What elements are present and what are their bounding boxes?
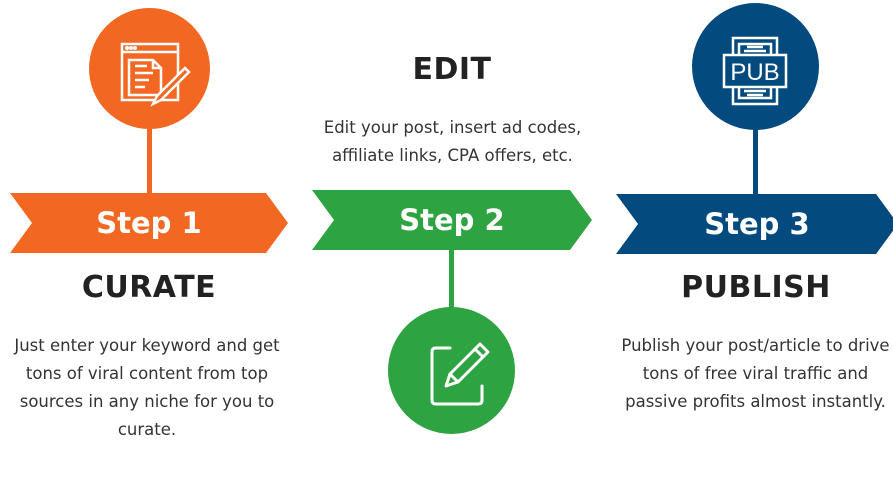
step3-description: Publish your post/article to drive tons … — [621, 336, 890, 411]
step2-arrow: Step 2 — [312, 190, 592, 250]
step3-label: Step 3 — [704, 207, 810, 241]
step2-label: Step 2 — [399, 203, 505, 237]
pub-icon: PUB — [722, 36, 788, 106]
pub-icon-text: PUB — [730, 59, 779, 86]
step3-connector — [753, 129, 758, 195]
step1-arrow: Step 1 — [10, 193, 288, 253]
step3-arrow: Step 3 — [616, 194, 893, 254]
step2-title: EDIT — [412, 52, 492, 87]
step1-connector — [147, 128, 152, 194]
step3-icon-circle: PUB — [692, 3, 819, 130]
document-edit-icon — [120, 42, 191, 107]
step2-icon-circle — [388, 307, 515, 434]
step1-label: Step 1 — [96, 206, 202, 240]
step2-description: Edit your post, insert ad codes, affilia… — [323, 118, 582, 165]
step1-icon-circle — [89, 8, 210, 129]
step2-connector — [449, 250, 454, 310]
step1-title: CURATE — [81, 270, 217, 305]
edit-icon — [430, 342, 490, 406]
step3-title: PUBLISH — [681, 270, 831, 305]
step1-description: Just enter your keyword and get tons of … — [14, 336, 280, 439]
